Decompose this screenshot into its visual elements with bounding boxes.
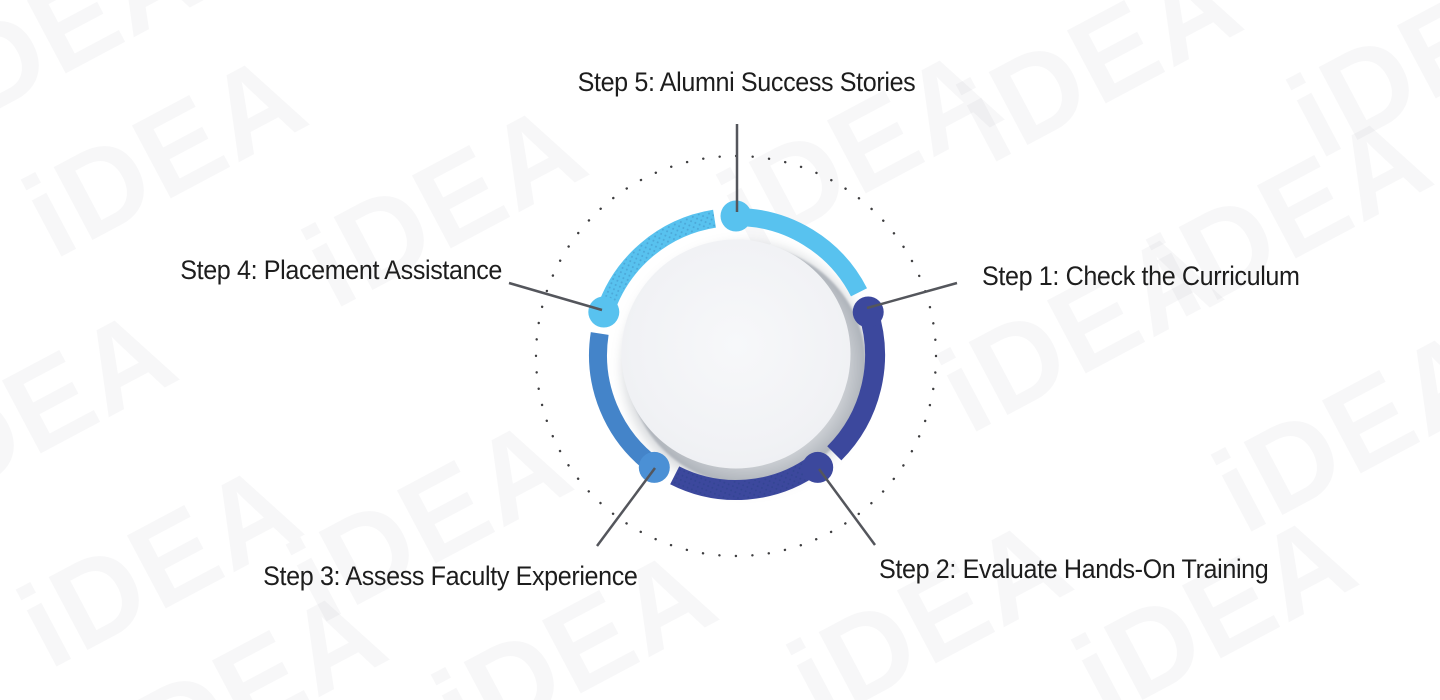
- label-step3: Step 3: Assess Faculty Experience: [263, 561, 639, 591]
- leader-line-step2: [817, 468, 877, 546]
- node-step5: [720, 200, 752, 232]
- leader-line-step4: [508, 281, 603, 312]
- label-step5: Step 5: Alumni Success Stories: [577, 67, 916, 97]
- label-step1: Step 1: Check the Curriculum: [982, 261, 1300, 291]
- node-step2: [802, 451, 834, 483]
- leader-lines: [508, 124, 958, 547]
- node-step3: [638, 451, 670, 483]
- inner-disc: [621, 239, 851, 469]
- arc-step3-to-step4: [589, 332, 661, 474]
- node-step4: [588, 296, 620, 328]
- arc-step4-to-step5-stipple: [597, 210, 716, 315]
- leader-line-step3: [595, 467, 657, 547]
- arc-step1-to-step2: [827, 308, 885, 461]
- label-step2: Step 2: Evaluate Hands-On Training: [879, 554, 1269, 584]
- leader-line-step1: [866, 281, 958, 310]
- arc-step5-to-step1: [735, 208, 868, 297]
- arc-step2-to-step3-stipple: [670, 456, 821, 500]
- label-step4: Step 4: Placement Assistance: [180, 255, 502, 285]
- node-step1: [852, 296, 884, 328]
